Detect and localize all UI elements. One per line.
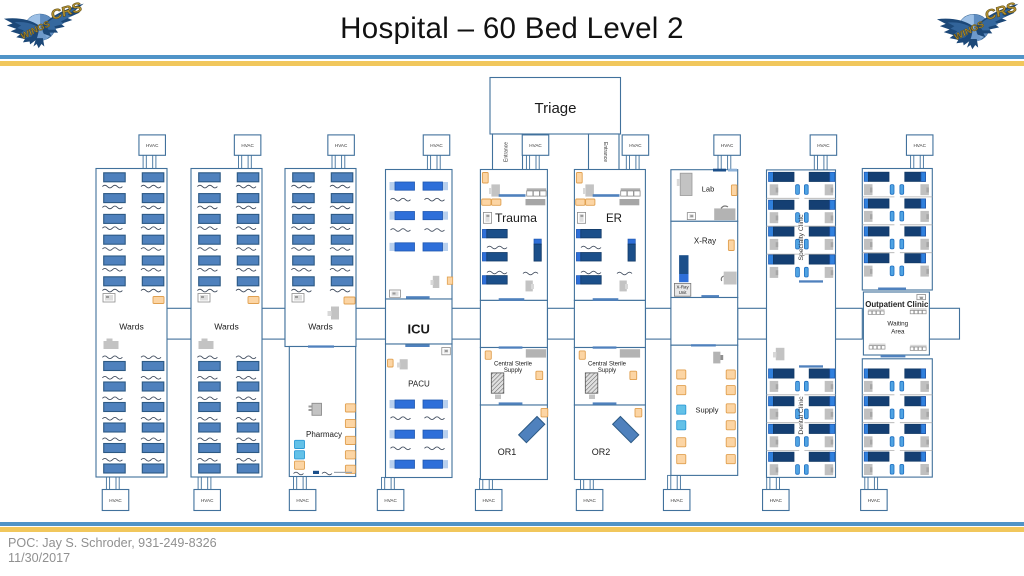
svg-text:Outpatient Clinic: Outpatient Clinic [865,300,929,309]
svg-text:Wards: Wards [308,321,333,331]
svg-text:HVAC: HVAC [868,498,881,503]
svg-text:HVAC: HVAC [583,498,596,503]
svg-text:HVAC: HVAC [146,143,159,148]
svg-text:Pharmacy: Pharmacy [306,430,342,439]
svg-text:Wards: Wards [214,321,239,331]
svg-text:HVAC: HVAC [335,143,348,148]
svg-text:Entrance: Entrance [602,142,608,162]
svg-text:OR2: OR2 [592,447,611,457]
svg-text:Supply: Supply [598,368,616,374]
svg-text:HVAC: HVAC [201,498,214,503]
svg-text:Central Sterile: Central Sterile [494,361,533,367]
svg-text:Unit: Unit [679,290,688,295]
svg-text:X-Ray: X-Ray [694,236,716,245]
svg-text:HVAC: HVAC [430,143,443,148]
svg-text:HVAC: HVAC [913,143,926,148]
svg-text:HVAC: HVAC [109,498,122,503]
svg-text:Wards: Wards [119,321,144,331]
svg-text:Supply: Supply [696,406,719,415]
svg-text:X-Ray: X-Ray [676,285,689,290]
svg-text:Dental Clinic: Dental Clinic [798,396,805,435]
svg-text:Trauma: Trauma [495,211,537,225]
svg-text:Waiting: Waiting [887,321,908,328]
svg-text:HVAC: HVAC [482,498,495,503]
svg-text:HVAC: HVAC [384,498,397,503]
svg-text:HVAC: HVAC [629,143,642,148]
svg-text:HVAC: HVAC [670,498,683,503]
svg-text:HVAC: HVAC [721,143,734,148]
svg-text:ICU: ICU [408,322,430,337]
svg-text:HVAC: HVAC [296,498,309,503]
svg-text:Supply: Supply [504,368,522,374]
svg-text:PACU: PACU [408,380,430,389]
svg-text:HVAC: HVAC [529,143,542,148]
svg-text:ER: ER [606,213,622,225]
svg-text:HVAC: HVAC [817,143,830,148]
svg-text:Central Sterile: Central Sterile [588,361,627,367]
svg-text:Specialty Clinic: Specialty Clinic [798,214,805,261]
svg-text:Entrance: Entrance [504,142,510,162]
svg-text:Triage: Triage [535,100,577,117]
svg-text:OR1: OR1 [498,447,517,457]
svg-text:HVAC: HVAC [241,143,254,148]
svg-text:Area: Area [891,329,905,336]
svg-text:HVAC: HVAC [770,498,783,503]
svg-text:Lab: Lab [702,184,715,193]
